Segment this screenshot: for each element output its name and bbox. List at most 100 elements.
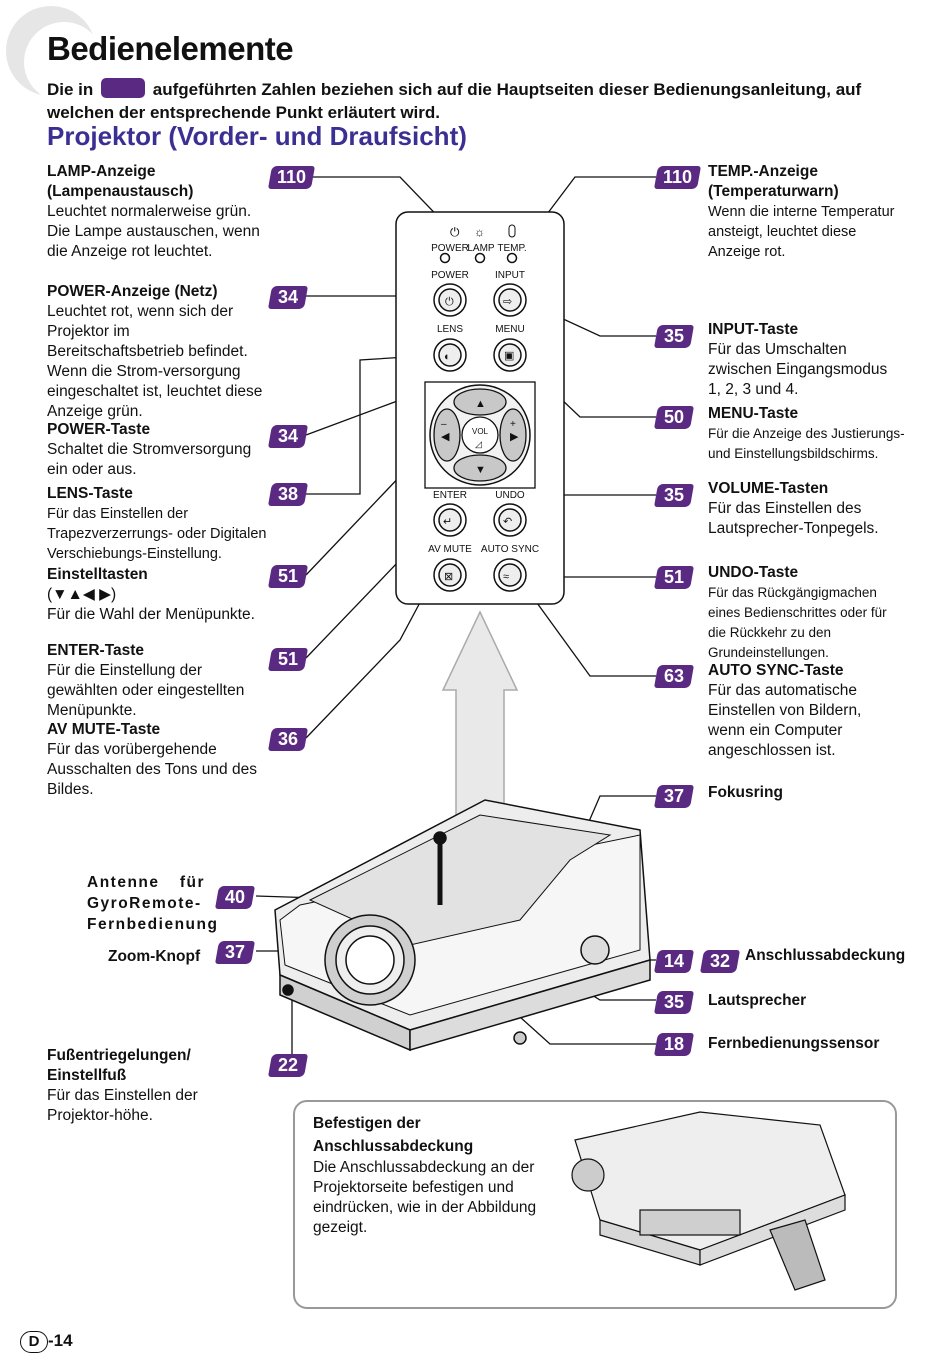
intro-text: Die in aufgeführten Zahlen beziehen sich… [47,78,907,124]
down-button [453,454,507,482]
up-arrow-icon: ▲ [475,398,486,410]
input-key-label: INPUT-Taste Für das Umschalten zwischen … [708,321,888,398]
volume-icon: ◿ [475,439,482,449]
page-ref-badge: 40 [214,886,256,909]
menu-icon: ▣ [504,350,514,362]
connector-cover-detached [769,1219,826,1291]
connector-cover-label: Anschlussabdeckung [745,947,906,964]
connector-cover-knob [580,935,610,965]
lens-key-label: LENS-Taste Für das Einstellen der Trapez… [47,485,267,562]
projector-body [274,799,651,1052]
note-text: Die Anschlussabdeckung an der Projektors… [313,1159,537,1236]
lamp-symbol-icon: ☼ [474,225,485,239]
temp-indicator-label: TEMP.-Anzeige (Temperaturwarn) Wenn die … [708,163,895,260]
btn-input-label: INPUT [495,270,525,281]
dpad-frame [424,381,536,489]
up-direction-arrow [441,610,519,821]
btn-menu-label: MENU [495,324,524,335]
undo-icon: ↶ [503,516,512,528]
page-ref-badge: 37 [653,785,695,808]
vol-center [461,416,499,454]
corner-decoration-inner [24,22,104,102]
sensor-label: Fernbedienungssensor [708,1035,880,1052]
page-ref-badge-sample [101,78,146,98]
btn-autosync-label: AUTO SYNC [481,544,539,555]
page-ref-badge: 51 [267,565,309,588]
temp-symbol-icon [508,224,516,238]
antenna-tip [433,831,447,845]
adjust-foot [513,1031,527,1045]
page-number: D-14 [20,1331,73,1353]
page-ref-badge: 36 [267,728,309,751]
page-ref-badge: 37 [214,941,256,964]
temp-indicator [506,252,518,264]
page-title: Bedienelemente [47,30,294,67]
right-button [499,408,527,462]
lamp-indicator [474,252,486,264]
btn-power-label: POWER [431,270,469,281]
avmute-key-label: AV MUTE-Taste Für das vorübergehende Aus… [47,721,257,798]
page-ref-badge: 14 [653,950,695,973]
foot-release [282,984,294,996]
undo-key-label: UNDO-Taste Für das Rückgängigmachen eine… [708,564,887,660]
enter-key-label: ENTER-Taste Für die Einstellung der gewä… [47,642,245,719]
adjust-keys-label: Einstelltasten (▼▲◀ ▶) Für die Wahl der … [47,566,255,623]
right-arrow-icon: ▶ [510,431,519,443]
page-ref-badge: 51 [653,566,695,589]
page-ref-badge: 35 [653,325,695,348]
left-button [433,408,461,462]
btn-lens-label: LENS [437,324,463,335]
page-ref-badge: 110 [653,166,702,189]
power-icon: ⏻ [445,296,454,308]
left-arrow-icon: ◀ [441,431,450,443]
minus-icon: – [441,419,447,430]
page-ref-badge: 35 [653,991,695,1014]
page-ref-badge: 34 [267,425,309,448]
note-box [293,1100,897,1309]
page-ref-badge: 38 [267,483,309,506]
power-indicator [439,252,451,264]
autosync-icon: ≈ [503,571,509,583]
page-ref-badge: 35 [653,484,695,507]
up-button [453,388,507,416]
ind-power-label: POWER [431,243,469,254]
note-title: Befestigen der Anschlussabdeckung [313,1115,474,1155]
note-projector [571,1111,846,1291]
page-ref-badge: 51 [267,648,309,671]
vol-label: VOL [472,427,489,436]
power-symbol-icon: ⏻ [450,225,460,239]
speaker-label: Lautsprecher [708,992,807,1009]
btn-avmute-label: AV MUTE [428,544,472,555]
down-arrow-icon: ▼ [475,464,486,476]
power-key-label: POWER-Taste Schaltet die Stromversorgung… [47,421,252,478]
section-title: Projektor (Vorder- und Draufsicht) [47,121,467,151]
input-icon: ⇨ [503,296,512,308]
lamp-indicator-label: LAMP-Anzeige (Lampenaustausch) Leuchtet … [47,163,260,260]
lens-icon: ◐ [444,351,451,363]
indicator-row: ⏻ ☼ [439,224,518,264]
page-ref-badge: 63 [653,665,695,688]
page-ref-badge: 50 [653,406,695,429]
foot-label: Fußentriegelungen/ Einstellfuß Für das E… [47,1047,198,1124]
page-ref-badge: 110 [267,166,316,189]
ind-lamp-label: LAMP [467,243,495,254]
intro-after: aufgeführten Zahlen beziehen sich auf di… [47,80,862,122]
enter-icon: ↵ [443,516,452,528]
page-ref-badge: 32 [699,950,741,973]
btn-enter-label: ENTER [433,490,467,501]
page-ref-badge: 18 [653,1033,695,1056]
page-letter: D [20,1331,48,1353]
focus-ring-label: Fokusring [708,784,783,801]
mute-icon: ⊠ [444,571,453,583]
page-number-value: -14 [48,1331,73,1350]
page-ref-badge: 34 [267,286,309,309]
page-ref-badge: 22 [267,1054,309,1077]
autosync-key-label: AUTO SYNC-Taste Für das automatische Ein… [708,662,862,759]
volume-keys-label: VOLUME-Tasten Für das Einstellen des Lau… [708,480,879,537]
plus-icon: + [510,419,516,430]
ind-temp-label: TEMP. [497,243,526,254]
intro-before: Die in [47,80,94,99]
antenna-label: Antenne für GyroRemote-Fernbedienung [87,874,219,933]
